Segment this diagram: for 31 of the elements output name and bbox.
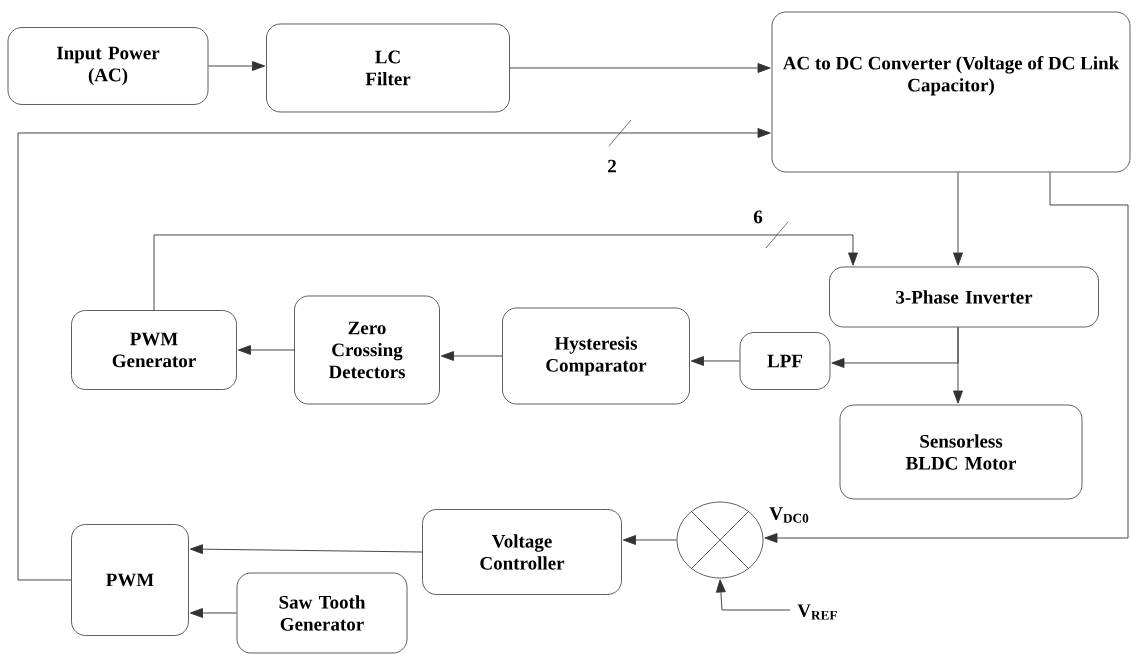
arrow bbox=[237, 345, 295, 355]
arrow bbox=[509, 63, 771, 73]
arrow bbox=[622, 535, 677, 545]
process-box: Hysteresis Comparator bbox=[502, 307, 690, 405]
process-box: Saw Tooth Generator bbox=[236, 572, 408, 654]
arrow bbox=[831, 327, 959, 368]
arrow bbox=[153, 234, 858, 311]
edge-label: 2 bbox=[608, 159, 616, 173]
edge-label: 6 bbox=[753, 210, 763, 224]
arrow bbox=[690, 356, 740, 366]
arrow bbox=[208, 61, 266, 71]
process-box: Voltage Controller bbox=[422, 509, 622, 595]
arrow bbox=[17, 128, 771, 581]
arrow bbox=[189, 544, 423, 555]
arrow bbox=[715, 579, 791, 611]
process-box: LC Filter bbox=[266, 23, 510, 113]
arrow bbox=[440, 351, 503, 361]
arrow bbox=[764, 172, 1129, 543]
process-box: Input Power (AC) bbox=[7, 27, 209, 105]
edge-label: V$_{REF}$ bbox=[797, 604, 837, 620]
arrow bbox=[189, 608, 237, 618]
process-box: AC to DC Converter (Voltage of DC Link Capacitor) bbox=[771, 11, 1131, 173]
process-box: Zero Crossing Detectors bbox=[294, 295, 440, 405]
process-box: Sensorless BLDC Motor bbox=[839, 404, 1083, 500]
process-box: PWM bbox=[71, 524, 189, 636]
arrow bbox=[953, 172, 963, 266]
process-box: PWM Generator bbox=[71, 310, 237, 390]
summing-junction bbox=[676, 501, 764, 579]
process-box: 3-Phase Inverter bbox=[829, 266, 1099, 328]
edge-label: V$_{DC0}$ bbox=[769, 507, 809, 523]
process-box: LPF bbox=[739, 332, 831, 390]
